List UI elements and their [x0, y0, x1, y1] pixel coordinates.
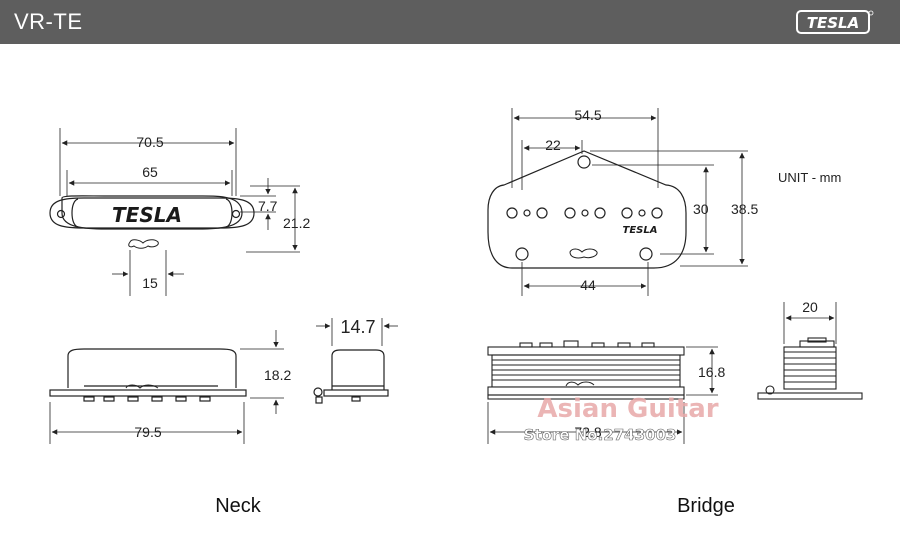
- neck-dim-body-height: 18.2: [264, 367, 291, 383]
- neck-dim-lug-width: 15: [142, 275, 158, 291]
- tesla-logo-icon: TESLA: [796, 10, 874, 34]
- neck-dim-inner-height: 7.7: [258, 198, 278, 214]
- neck-side-dims: [49, 330, 284, 444]
- neck-end-dims: [316, 318, 398, 346]
- bridge-side-dims: [487, 346, 718, 444]
- bridge-dim-base-width: 72.8: [574, 424, 601, 440]
- watermark-line2: Store No.2743003: [524, 426, 677, 444]
- neck-side-view: [49, 348, 247, 402]
- neck-dimension-lines: [59, 128, 300, 296]
- bridge-dim-apex-offset: 22: [545, 137, 561, 153]
- bridge-dim-coil-height: 16.8: [698, 364, 725, 380]
- unit-label: UNIT - mm: [778, 170, 841, 185]
- bridge-dim-inner-height: 30: [693, 201, 709, 217]
- bridge-top-view: [487, 150, 687, 269]
- header-bar: VR-TE TESLA: [0, 0, 900, 44]
- bridge-dim-side-width: 20: [802, 299, 818, 315]
- bridge-caption: Bridge: [677, 495, 735, 517]
- neck-dim-hole-spacing: 65: [142, 164, 158, 180]
- bridge-dim-top-width: 54.5: [574, 107, 601, 123]
- bridge-dim-mount-spacing: 44: [580, 277, 596, 293]
- bridge-end-view: [757, 337, 863, 400]
- neck-top-view: [49, 195, 255, 249]
- neck-brand-label: TESLA: [112, 203, 182, 227]
- neck-dim-base-width: 79.5: [134, 424, 161, 440]
- bridge-dim-outer-height: 38.5: [731, 201, 758, 217]
- logo-text: TESLA: [807, 14, 859, 32]
- bridge-dimension-lines: [511, 108, 748, 296]
- bridge-side-view: [487, 340, 685, 400]
- watermark-line1: Asian Guitar: [537, 394, 718, 424]
- bridge-brand-label: TESLA: [623, 225, 658, 236]
- neck-dim-side-width: 14.7: [340, 317, 375, 337]
- neck-dim-outer-height: 21.2: [283, 215, 310, 231]
- neck-dim-overall-width: 70.5: [136, 134, 163, 150]
- bridge-end-dims: [783, 302, 837, 344]
- page-title: VR-TE: [14, 9, 83, 34]
- neck-end-view: [313, 349, 389, 404]
- neck-caption: Neck: [215, 495, 262, 517]
